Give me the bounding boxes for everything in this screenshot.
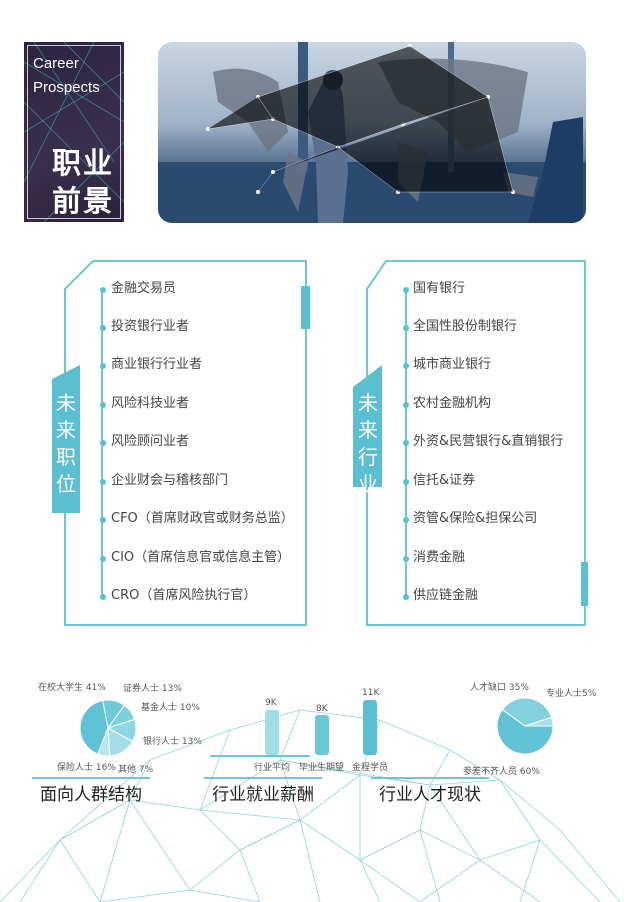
title-chinese: 职业前景	[34, 144, 114, 220]
timeline-dot	[100, 440, 106, 446]
list-item: 商业银行行业者	[111, 357, 203, 372]
timeline-dot	[403, 325, 409, 331]
timeline-dot	[403, 517, 409, 523]
salary-bar	[315, 715, 329, 755]
pie-label: 基金人士 10%	[141, 703, 200, 713]
bar-category-label: 行业平均	[254, 763, 291, 773]
bar-category-label: 金程学员	[352, 763, 389, 773]
pie-label: 证券人士 13%	[123, 684, 182, 694]
list-item: CRO（首席风险执行官）	[111, 588, 257, 603]
timeline-dot	[100, 517, 106, 523]
list-item: 城市商业银行	[413, 357, 492, 372]
timeline-dot	[403, 363, 409, 369]
title-zh-line-2: 前景	[51, 184, 114, 218]
title-en-line-2: Prospects	[33, 79, 100, 96]
timeline-dot	[100, 594, 106, 600]
timeline-dot	[100, 287, 106, 293]
timeline-dot	[100, 556, 106, 562]
pie-label: 其他 7%	[118, 765, 154, 775]
bar-value-label: 9K	[265, 698, 277, 708]
world-map-businessman-image	[158, 42, 586, 223]
mesh-background	[0, 709, 621, 902]
bar-value-label: 8K	[316, 704, 328, 714]
timeline-dot	[403, 402, 409, 408]
industries-tab: 未来行业	[358, 391, 378, 496]
list-item: 风险科技业者	[111, 396, 190, 411]
timeline-dot	[403, 556, 409, 562]
list-item: 供应链金融	[413, 588, 479, 603]
chart-title: 行业人才现状	[379, 785, 481, 805]
bar-category-label: 毕业生期望	[299, 763, 345, 773]
title-en-line-1: Career	[33, 55, 79, 72]
chart-title-underline	[32, 777, 150, 779]
future-industries-panel	[366, 260, 588, 626]
title-zh-line-1: 职业	[51, 146, 114, 180]
pie-label: 人才缺口 35%	[470, 683, 529, 693]
timeline-dot	[100, 479, 106, 485]
list-item: 国有银行	[413, 281, 466, 296]
chart-title-underline	[204, 777, 322, 779]
chart-title-underline	[371, 777, 489, 779]
industries-tab-shape	[353, 365, 382, 487]
list-item: 风险顾问业者	[111, 434, 190, 449]
list-item: 外资&民营银行&直销银行	[413, 434, 564, 449]
pie-label: 银行人士 13%	[143, 737, 202, 747]
list-item: 资管&保险&担保公司	[413, 511, 538, 526]
future-positions-panel	[64, 260, 310, 626]
chart-title: 行业就业薪酬	[212, 785, 314, 805]
chart-title: 面向人群结构	[40, 785, 142, 805]
title-frame	[27, 45, 121, 219]
list-item: 全国性股份制银行	[413, 319, 518, 334]
bar-value-label: 11K	[362, 688, 380, 698]
list-item: 消费金融	[413, 550, 466, 565]
timeline-dot	[403, 594, 409, 600]
pie-slice	[501, 697, 553, 727]
timeline-dot	[403, 440, 409, 446]
pie-label: 专业人士5%	[546, 689, 597, 699]
list-item: CFO（首席财政官或财务总监）	[111, 511, 294, 526]
panel-border	[366, 260, 586, 626]
panel-accent-bar	[581, 562, 588, 606]
list-item: 投资银行业者	[111, 319, 190, 334]
timeline-dot	[100, 325, 106, 331]
pie-label: 参差不齐人员 60%	[463, 767, 540, 777]
positions-tab: 未来职位	[56, 391, 76, 496]
list-item: 农村金融机构	[413, 396, 492, 411]
charts-area	[79, 697, 554, 757]
salary-bar	[265, 710, 279, 755]
list-item: 企业财会与稽核部门	[111, 473, 229, 488]
positions-tab-shape	[52, 365, 80, 513]
list-item: CIO（首席信息官或信息主管）	[111, 550, 291, 565]
timeline-dot	[403, 287, 409, 293]
pie-slice	[97, 727, 111, 757]
pie-label: 在校大学生 41%	[38, 683, 106, 693]
list-item: 金融交易员	[111, 281, 177, 296]
pie-slice	[496, 708, 554, 755]
panel-border	[64, 260, 307, 626]
hero-image	[158, 42, 586, 223]
timeline-dot	[100, 363, 106, 369]
list-item: 信托&证券	[413, 473, 476, 488]
pie-slice	[524, 716, 554, 727]
panel-accent-bar	[301, 286, 310, 329]
bar-baseline	[210, 755, 310, 757]
timeline-dot	[100, 402, 106, 408]
network-lines-decoration	[24, 42, 124, 222]
timeline-dot	[403, 479, 409, 485]
salary-bar	[363, 700, 377, 755]
pie-slice	[79, 699, 109, 755]
pie-label: 保险人士 16%	[57, 763, 116, 773]
